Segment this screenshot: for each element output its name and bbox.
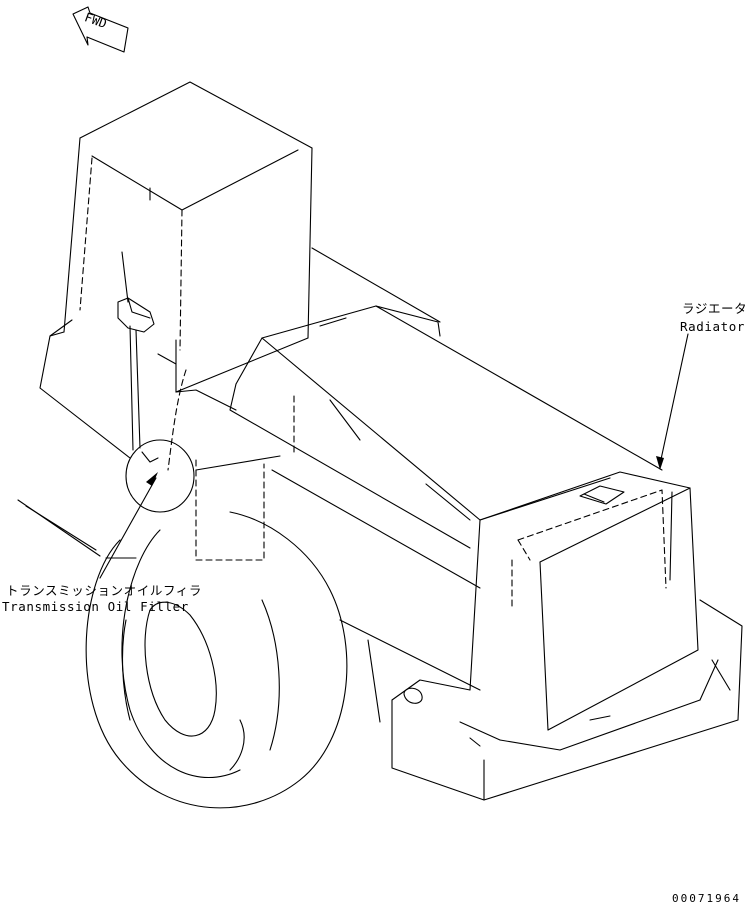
cab: [39, 81, 313, 459]
radiator-label-jp: ラジエータ: [682, 301, 748, 316]
fwd-label: FWD: [83, 9, 109, 31]
radiator-arrowhead: [656, 456, 664, 470]
hood: [229, 247, 663, 549]
drawing-number: 00071964: [672, 892, 741, 905]
radiator-label-en: Radiator: [680, 319, 746, 334]
filler-arrowhead: [146, 472, 158, 486]
fwd-arrow-icon: FWD: [72, 6, 129, 53]
rear-housing: [469, 471, 699, 731]
rear-wheel: [85, 511, 348, 809]
leader-lines: [99, 333, 689, 579]
transmission-oil-filler-label-jp: トランスミッションオイルフィラ: [6, 583, 203, 598]
frame: [17, 369, 481, 723]
transmission-oil-filler-part: [117, 297, 195, 513]
transmission-oil-filler-label-en: Transmission Oil Filler: [2, 599, 189, 614]
counterweight: [391, 599, 743, 801]
